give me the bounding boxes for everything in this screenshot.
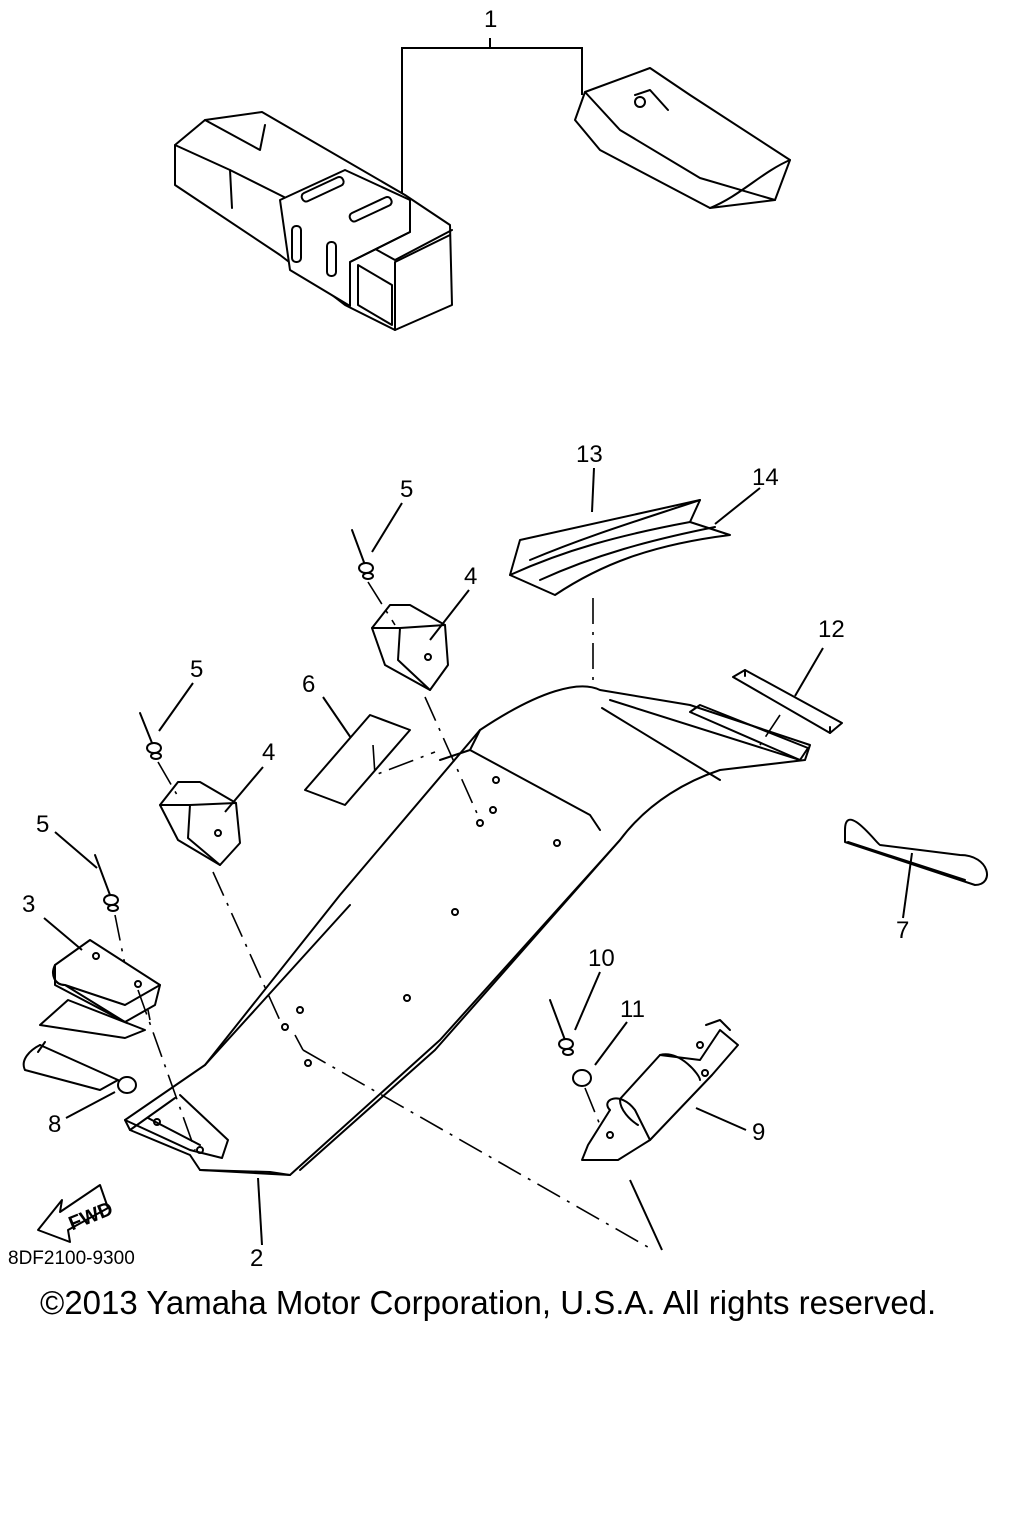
part-4-bracket-lower [159,766,283,1026]
callout-12: 12 [818,616,845,643]
diagram-code: 8DF2100-9300 [8,1248,135,1269]
part-3-hinge-plate [39,917,196,1151]
callout-8: 8 [48,1111,61,1138]
part-4-bracket-upper [371,589,481,821]
callout-5-upper: 5 [400,476,413,503]
callout-6: 6 [302,671,315,698]
callout-1: 1 [484,6,497,33]
part-5-screw-upper [351,502,403,626]
fwd-arrow-icon: FWD [37,1184,116,1243]
part-5-screw-middle [139,682,194,801]
copyright-notice: ©2013 Yamaha Motor Corporation, U.S.A. A… [40,1284,936,1321]
part-8-pin [22,1041,137,1119]
callout-11: 11 [620,996,645,1023]
callout-13: 13 [576,441,603,468]
callout-7: 7 [896,917,909,944]
callout-10: 10 [588,945,615,972]
part-5-screw-lower [54,831,126,966]
callout-5-lower: 5 [36,811,49,838]
part-2-body-panel [124,685,811,1251]
part-1-cover-assembly [174,38,791,331]
callout-3: 3 [22,891,35,918]
callout-5-middle: 5 [190,656,203,683]
callout-4-lower: 4 [262,739,275,766]
callout-4-upper: 4 [464,563,477,590]
part-12-strip [732,647,843,746]
callout-2: 2 [250,1245,263,1272]
part-10-screw [549,971,601,1056]
part-7-rod [844,819,988,919]
part-13-14-labels [509,467,761,730]
part-6-decal [304,696,436,806]
part-9-holder [581,1019,747,1251]
callout-9: 9 [752,1119,765,1146]
part-11-grommet [572,1021,628,1126]
callout-14: 14 [752,464,779,491]
